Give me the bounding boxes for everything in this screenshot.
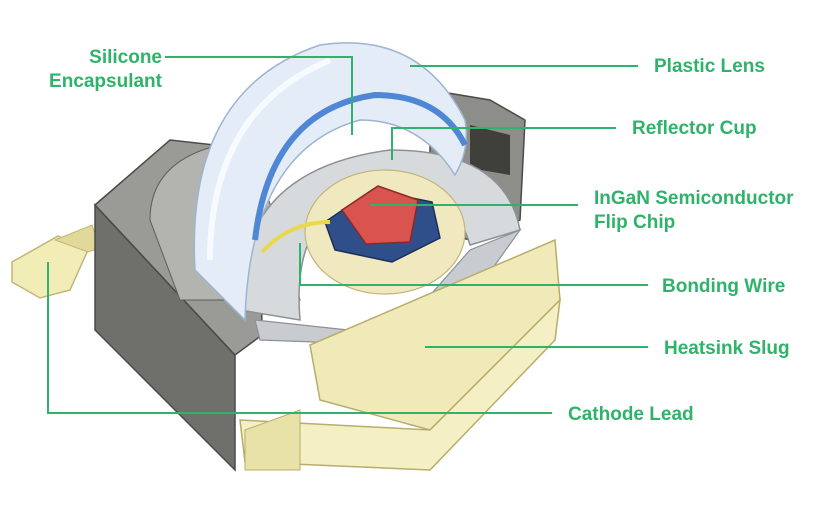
label-silicone-encapsulant: Silicone Encapsulant <box>44 46 162 94</box>
callout-line-cathode <box>47 262 552 414</box>
label-flip-chip: InGaN Semiconductor Flip Chip <box>594 187 794 235</box>
flip-chip-shape <box>324 185 441 263</box>
label-bonding-wire: Bonding Wire <box>662 276 786 297</box>
callout-lines <box>47 56 648 414</box>
callout-line-silicone <box>165 56 353 135</box>
bonding-wire-shape <box>260 220 331 254</box>
callout-line-reflector <box>391 127 616 160</box>
label-chip-line1: InGaN Semiconductor <box>594 188 794 209</box>
label-reflector-cup: Reflector Cup <box>632 118 757 139</box>
label-cathode-lead: Cathode Lead <box>568 404 694 425</box>
plastic-lens-shape <box>193 42 468 322</box>
label-heatsink-slug: Heatsink Slug <box>664 338 790 359</box>
label-silicone-line2: Encapsulant <box>49 71 162 92</box>
label-silicone-line1: Silicone <box>89 47 162 68</box>
label-chip-line2: Flip Chip <box>594 212 676 233</box>
heatsink-slug-shape <box>239 238 562 471</box>
callout-line-wire <box>299 243 648 286</box>
label-plastic-lens: Plastic Lens <box>654 56 765 77</box>
